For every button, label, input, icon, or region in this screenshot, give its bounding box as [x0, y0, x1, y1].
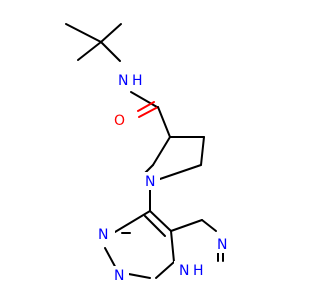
bond-pyrazole-2 — [201, 219, 217, 232]
chemical-structure-diagram: N H O N N N N N H — [65, 23, 234, 285]
pyrazole-n-label: N — [217, 237, 227, 253]
bond-nh-carbonyl — [130, 91, 158, 108]
bond-aryl-5 — [155, 261, 175, 279]
pyrazole-nh-n-label: N — [179, 263, 189, 279]
bond-carbonyl-ring — [157, 106, 171, 138]
carbonyl-o-label: O — [114, 113, 125, 129]
pyrimidine-n7-label: N — [114, 268, 124, 284]
bond-aryl-6 — [170, 230, 175, 263]
pyrrolidine-n-label: N — [145, 174, 155, 190]
bond-tbutyl-4 — [100, 41, 121, 62]
bond-carbonyl-o-1 — [138, 106, 159, 118]
bond-pyrrolidine-1 — [152, 136, 171, 166]
bond-pyrrolidine-3 — [156, 164, 202, 181]
bond-group — [65, 23, 224, 279]
pyrazole-nh-h-label: H — [193, 263, 204, 279]
bond-aryl-8 — [144, 215, 166, 237]
pyrimidine-n5-label: N — [98, 227, 108, 243]
label-backgrounds — [95, 71, 234, 285]
bond-pyrazole-1 — [170, 219, 203, 232]
amide-n-label: N — [118, 73, 128, 89]
bond-aryl-1 — [114, 210, 151, 233]
amide-h-label: H — [132, 73, 143, 89]
bond-aryl-7 — [149, 210, 172, 232]
bond-tbutyl-1 — [65, 23, 102, 43]
bond-tbutyl-2 — [100, 23, 122, 43]
atom-labels: N H O N N N N N H — [98, 73, 227, 284]
bond-pyrrolidine-4 — [200, 136, 205, 166]
bond-carbonyl-o-2 — [137, 101, 155, 112]
bond-tbutyl-3 — [77, 41, 102, 61]
